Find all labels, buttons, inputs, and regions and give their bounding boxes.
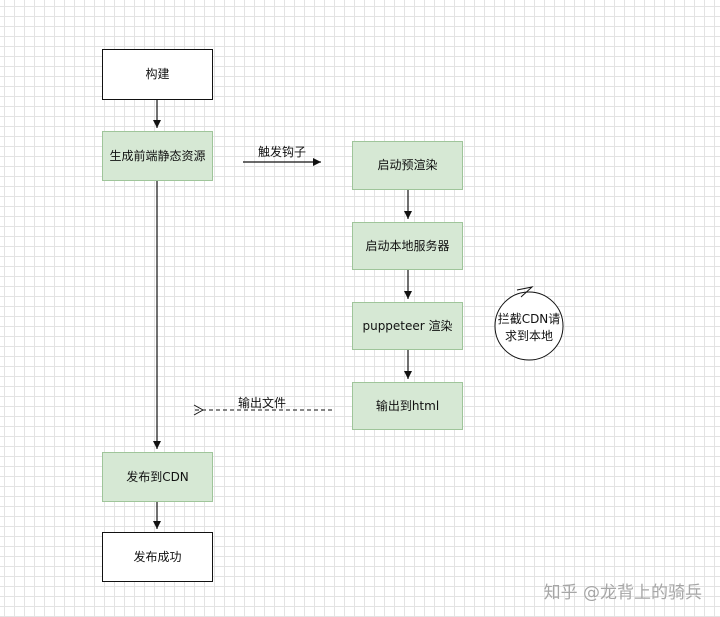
node-start-local-server-label: 启动本地服务器 [365, 238, 450, 253]
label-output-file: 输出文件 [238, 396, 287, 410]
node-build: 构建 [102, 49, 213, 100]
intercept-loop-arrowhead [516, 286, 534, 298]
node-start-prerender: 启动预渲染 [352, 141, 463, 190]
node-output-html-label: 输出到html [375, 398, 440, 413]
node-puppeteer-render: puppeteer 渲染 [352, 302, 463, 350]
node-generate-assets: 生成前端静态资源 [102, 131, 213, 181]
node-generate-assets-label: 生成前端静态资源 [109, 148, 206, 163]
intercept-loop-circle [494, 291, 564, 361]
node-output-html: 输出到html [352, 382, 463, 430]
node-puppeteer-render-label: puppeteer 渲染 [362, 318, 453, 333]
node-start-prerender-label: 启动预渲染 [377, 158, 438, 173]
node-publish-cdn: 发布到CDN [102, 452, 213, 502]
watermark: 知乎 @龙背上的骑兵 [543, 583, 702, 603]
node-publish-cdn-label: 发布到CDN [126, 469, 189, 484]
node-start-local-server: 启动本地服务器 [352, 222, 463, 270]
node-build-label: 构建 [145, 67, 170, 82]
label-trigger-hook: 触发钩子 [258, 145, 307, 159]
node-publish-success: 发布成功 [102, 532, 213, 582]
label-intercept-cdn: 拦截CDN请求到本地 [497, 312, 561, 343]
node-publish-success-label: 发布成功 [133, 549, 182, 564]
